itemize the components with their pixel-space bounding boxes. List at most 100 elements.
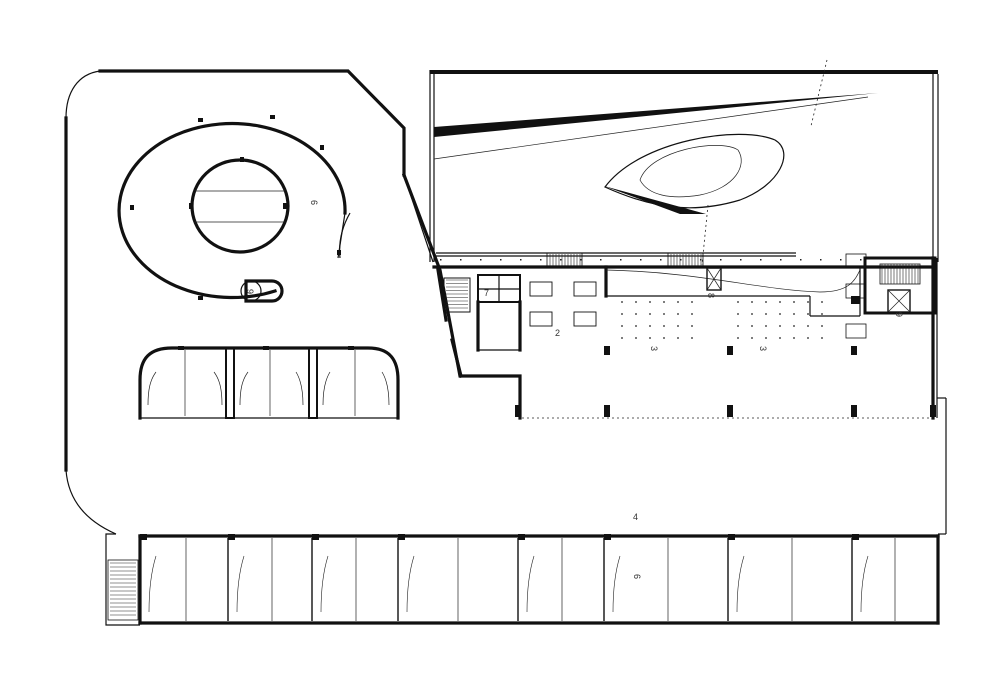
east-stair-core: [845, 253, 937, 339]
grid-dot: [751, 301, 753, 303]
room-labels: 6 9 7 2 3 3 8 9 4 6: [245, 200, 904, 579]
column-grid-dots: [621, 301, 823, 339]
grid-dot: [635, 313, 637, 315]
balustrade-post: [780, 259, 782, 261]
grid-dot: [663, 337, 665, 339]
label-zone-4: 4: [633, 512, 638, 522]
parking-pier: [518, 534, 525, 540]
grid-dot: [765, 337, 767, 339]
grid-dot: [765, 301, 767, 303]
grid-dot: [807, 313, 809, 315]
bay-swing: [526, 555, 535, 613]
parking-pier: [228, 534, 235, 540]
grid-dot: [779, 325, 781, 327]
grid-dot: [821, 313, 823, 315]
grid-dot: [635, 337, 637, 339]
bay-swing: [736, 555, 745, 613]
grid-dot: [737, 313, 739, 315]
grid-dot: [807, 337, 809, 339]
table: [573, 281, 597, 297]
south-parking: [138, 534, 940, 625]
label-zone-9-cylinder: 9: [245, 289, 255, 294]
parking-pier: [398, 534, 405, 540]
balustrade-post: [860, 259, 862, 261]
gallery-edge: [436, 252, 862, 268]
table: [573, 311, 597, 327]
balustrade-post: [760, 259, 762, 261]
grid-dot: [779, 337, 781, 339]
grid-dot: [765, 313, 767, 315]
grid-dot: [821, 301, 823, 303]
balustrade-post: [560, 259, 562, 261]
balustrade-post: [580, 259, 582, 261]
grid-dot: [663, 313, 665, 315]
west-wing-outline: [64, 69, 522, 535]
balustrade-post: [440, 259, 442, 261]
balustrade-post: [640, 259, 642, 261]
grid-dot: [635, 301, 637, 303]
balustrade-post: [480, 259, 482, 261]
label-zone-9-core: 9: [894, 312, 904, 317]
balustrade-post: [500, 259, 502, 261]
grid-dot: [691, 301, 693, 303]
grid-dot: [691, 313, 693, 315]
label-zone-8: 8: [706, 293, 716, 298]
grid-dot: [737, 301, 739, 303]
grid-dot: [649, 337, 651, 339]
structural-columns: [515, 296, 936, 417]
grid-dot: [649, 325, 651, 327]
balustrade-post: [600, 259, 602, 261]
balustrade-post: [800, 259, 802, 261]
label-zone-7: 7: [484, 288, 489, 298]
grid-dot: [691, 337, 693, 339]
grid-dot: [793, 337, 795, 339]
bay-swing: [236, 555, 245, 613]
label-zone-3-b: 3: [758, 346, 768, 351]
grid-dot: [737, 337, 739, 339]
grid-dot: [621, 301, 623, 303]
bay-swing: [860, 555, 869, 613]
west-parking-bays: [138, 346, 400, 420]
helical-ramp: [117, 115, 351, 300]
parking-pier: [312, 534, 319, 540]
parking-pier: [728, 534, 735, 540]
grid-dot: [677, 325, 679, 327]
grid-dot: [691, 325, 693, 327]
grid-dot: [621, 313, 623, 315]
grid-dot: [793, 313, 795, 315]
grid-dot: [635, 325, 637, 327]
gallery-lift: [706, 267, 722, 291]
ramp-core-cylinder: [240, 279, 284, 303]
grid-dot: [621, 337, 623, 339]
grid-dot: [779, 313, 781, 315]
label-zone-2: 2: [555, 328, 560, 338]
bay-swing: [612, 555, 621, 613]
parking-pier: [140, 534, 147, 540]
balustrade-post: [460, 259, 462, 261]
grid-dot: [779, 301, 781, 303]
grid-dot: [821, 337, 823, 339]
table: [529, 311, 553, 327]
balustrade-post: [660, 259, 662, 261]
label-zone-3-a: 3: [649, 346, 659, 351]
grid-dot: [807, 325, 809, 327]
sw-stair-tower: [105, 533, 140, 626]
label-zone-6-parking: 6: [632, 574, 642, 579]
balustrade-post: [720, 259, 722, 261]
grid-dot: [677, 337, 679, 339]
bay-swing: [406, 555, 415, 613]
bay-swing: [320, 555, 329, 613]
balustrade-post: [680, 259, 682, 261]
grid-dot: [663, 325, 665, 327]
grid-dot: [663, 301, 665, 303]
grid-dot: [793, 301, 795, 303]
parking-pier: [852, 534, 859, 540]
table: [529, 281, 553, 297]
grid-dot: [677, 301, 679, 303]
balustrade-post: [520, 259, 522, 261]
grid-dot: [621, 325, 623, 327]
grid-dot: [821, 325, 823, 327]
balustrade-post: [540, 259, 542, 261]
grid-dot: [765, 325, 767, 327]
